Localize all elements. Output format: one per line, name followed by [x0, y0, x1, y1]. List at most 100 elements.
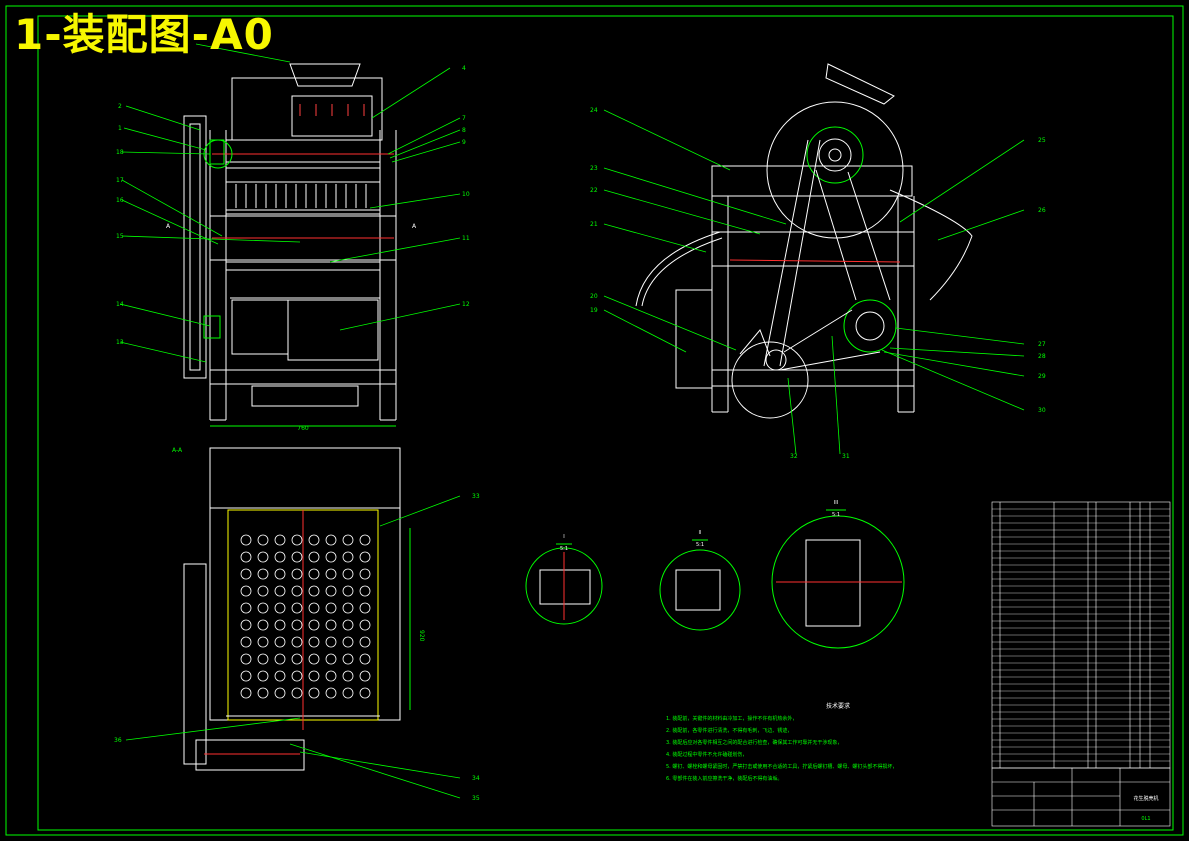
screen-hole — [240, 670, 252, 682]
screen-hole-grid — [240, 534, 371, 699]
screen-hole — [308, 602, 320, 614]
screen-hole — [342, 619, 354, 631]
screen-hole — [240, 585, 252, 597]
view-label-aa: A-A — [172, 447, 183, 454]
svg-text:12: 12 — [462, 301, 470, 308]
screen-hole — [257, 602, 269, 614]
screen-hole — [342, 534, 354, 546]
screen-hole — [359, 653, 371, 665]
screen-hole — [291, 687, 303, 699]
screen-hole — [291, 636, 303, 648]
screen-hole — [274, 585, 286, 597]
front-view — [183, 63, 397, 427]
front-callouts: 2 1 18 17 16 15 14 13 4 7 8 9 10 11 12 — [116, 65, 470, 346]
detail-III — [771, 509, 905, 649]
screen-hole — [240, 687, 252, 699]
notes-heading: 技术要求 — [826, 702, 850, 710]
screen-hole — [274, 619, 286, 631]
svg-text:22: 22 — [590, 187, 598, 194]
screen-hole — [257, 551, 269, 563]
screen-hole — [342, 670, 354, 682]
screen-hole — [274, 551, 286, 563]
detail-label-scale: 5:1 — [832, 512, 840, 518]
svg-text:34: 34 — [472, 775, 480, 782]
svg-text:1: 1 — [118, 125, 122, 132]
svg-text:16: 16 — [116, 197, 124, 204]
screen-hole — [325, 619, 337, 631]
screen-hole — [325, 636, 337, 648]
svg-text:28: 28 — [1038, 353, 1046, 360]
svg-text:20: 20 — [590, 293, 598, 300]
screen-hole — [257, 636, 269, 648]
screen-hole — [308, 636, 320, 648]
screen-hole — [342, 636, 354, 648]
svg-text:2: 2 — [118, 103, 122, 110]
svg-text:23: 23 — [590, 165, 598, 172]
screen-hole — [240, 568, 252, 580]
svg-text:29: 29 — [1038, 373, 1046, 380]
dimension-height: 920 — [418, 630, 425, 642]
title-block-drawing-name: 花生脱壳机 — [1133, 795, 1158, 802]
screen-hole — [308, 653, 320, 665]
screen-hole — [240, 636, 252, 648]
screen-hole — [291, 568, 303, 580]
screen-hole — [325, 585, 337, 597]
screen-hole — [274, 568, 286, 580]
detail-label-scale: 5:1 — [696, 542, 704, 548]
screen-hole — [359, 670, 371, 682]
screen-hole — [359, 585, 371, 597]
note-line: 1. 装配前，关键件的材料由冷加工，操作不许有机热余外， — [666, 715, 797, 722]
technical-notes: 1. 装配前，关键件的材料由冷加工，操作不许有机热余外， 2. 装配前，各零件进… — [666, 715, 897, 782]
svg-text:30: 30 — [1038, 407, 1046, 414]
title-block-sheet: 0L1 — [1141, 816, 1150, 822]
plan-view — [183, 447, 411, 771]
svg-text:36: 36 — [114, 737, 122, 744]
svg-text:31: 31 — [842, 453, 850, 460]
detail-label-top: II — [699, 530, 702, 536]
screen-hole — [240, 653, 252, 665]
svg-text:9: 9 — [462, 139, 466, 146]
screen-hole — [240, 534, 252, 546]
screen-hole — [308, 568, 320, 580]
detail-I — [525, 543, 603, 625]
title-block — [991, 767, 1171, 827]
screen-hole — [359, 619, 371, 631]
note-line: 4. 装配过程中零件不允许磕碰划伤， — [666, 751, 747, 758]
note-line: 6. 零部件在装入前应擦洗干净，装配后不得有油垢。 — [666, 775, 782, 782]
screen-hole — [274, 687, 286, 699]
screen-hole — [274, 653, 286, 665]
screen-hole — [325, 670, 337, 682]
screen-hole — [291, 653, 303, 665]
screen-hole — [274, 602, 286, 614]
svg-text:17: 17 — [116, 177, 124, 184]
drawing-title: 1-装配图-A0 — [14, 10, 274, 59]
screen-hole — [291, 619, 303, 631]
svg-text:19: 19 — [590, 307, 598, 314]
svg-text:35: 35 — [472, 795, 480, 802]
svg-text:10: 10 — [462, 191, 470, 198]
screen-hole — [342, 653, 354, 665]
screen-hole — [342, 568, 354, 580]
svg-text:7: 7 — [462, 115, 466, 122]
screen-hole — [359, 602, 371, 614]
detail-label-top: III — [834, 500, 838, 506]
screen-hole — [240, 619, 252, 631]
screen-hole — [308, 619, 320, 631]
screen-hole — [308, 534, 320, 546]
screen-hole — [325, 602, 337, 614]
detail-label-scale: 5:1 — [560, 546, 568, 552]
dimension-width: 760 — [297, 425, 309, 432]
svg-text:27: 27 — [1038, 341, 1046, 348]
screen-hole — [308, 670, 320, 682]
screen-hole — [257, 653, 269, 665]
note-line: 3. 装配后应对各零件相互之间的配合进行检查，确保其工作可靠并无干涉现象， — [666, 739, 842, 746]
screen-hole — [274, 636, 286, 648]
screen-hole — [240, 551, 252, 563]
screen-hole — [257, 619, 269, 631]
front-leaders — [119, 43, 461, 363]
svg-text:26: 26 — [1038, 207, 1046, 214]
screen-hole — [274, 670, 286, 682]
side-callouts: 24 23 22 21 20 19 25 26 27 28 29 30 31 3… — [590, 107, 1046, 460]
svg-text:4: 4 — [462, 65, 466, 72]
